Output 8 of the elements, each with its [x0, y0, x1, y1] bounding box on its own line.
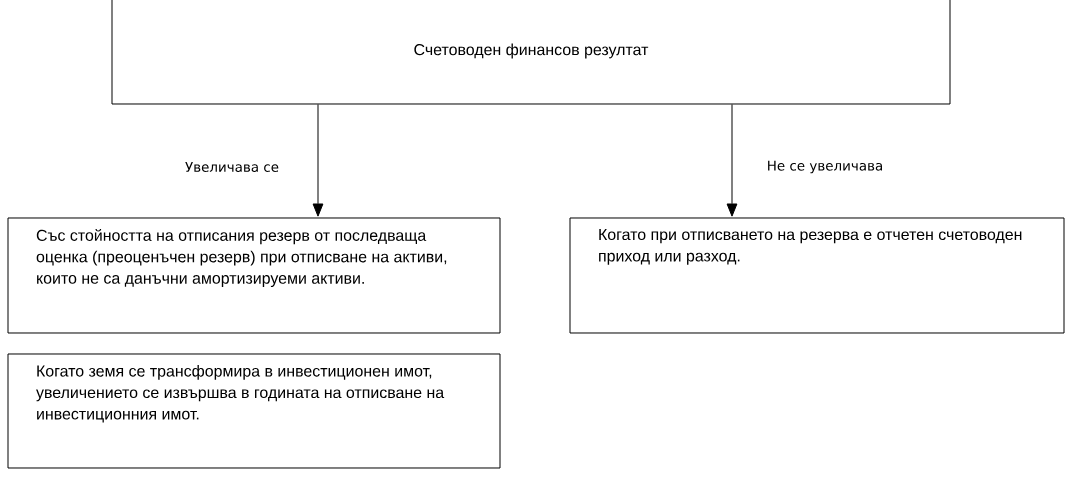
- text-box: Със стойността на отписания резерв от последваща оценка (преоценъчен резерв) при отписване на активи, които не са данъчни амортизируеми активи.: [7, 217, 501, 334]
- text-box: Счетоводен финансов резултат: [111, 0, 951, 105]
- arrow: [726, 104, 738, 217]
- edge-label: Не се увеличава: [764, 158, 886, 176]
- arrow: [312, 104, 324, 217]
- text-box: Когато при отписването на резерва е отчетен счетоводен приход или разход.: [569, 217, 1065, 334]
- text-box: Когато земя се трансформира в инвестиционен имот, увеличението се извършва в годината на отписване на инвестиционния имот.: [7, 353, 501, 469]
- edge-label: Увеличава се: [183, 160, 282, 174]
